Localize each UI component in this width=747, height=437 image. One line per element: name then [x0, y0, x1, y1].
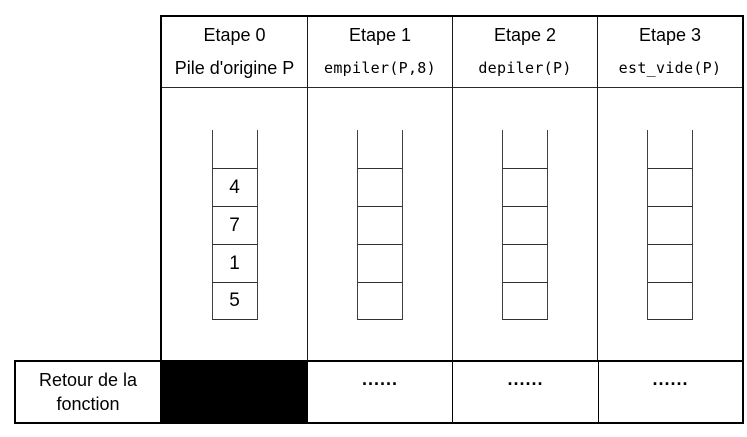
stack-cell: 7: [211, 206, 258, 244]
etape-title: Etape 3: [638, 25, 702, 45]
etape-operation: est_vide(P): [618, 59, 722, 77]
etape-operation: depiler(P): [478, 59, 572, 77]
return-cell-etape-0-filled: [160, 362, 307, 422]
column-body-etape-2: [453, 88, 597, 360]
stack-diagram: 4 7 1 5: [211, 130, 258, 320]
etape-operation: Pile d'origine P: [174, 58, 295, 78]
stack-cell: 4: [211, 168, 258, 206]
etape-title: Etape 2: [493, 25, 557, 45]
column-etape-1: Etape 1 empiler(P,8): [307, 17, 452, 360]
stack-diagram: [502, 130, 548, 320]
column-body-etape-3: [598, 88, 742, 360]
stack-cell: [647, 244, 693, 282]
stack-cell: [357, 206, 403, 244]
stack-cell: [647, 168, 693, 206]
return-row-label: Retour de la fonction: [38, 370, 138, 414]
stack-cell: 1: [211, 244, 258, 282]
stack-cell: [357, 168, 403, 206]
stack-cell: 5: [211, 282, 258, 320]
column-etape-0: Etape 0 Pile d'origine P 4 7 1 5: [162, 17, 307, 360]
return-cell-etape-3: ......: [598, 362, 742, 422]
stack-opening: [502, 130, 548, 168]
stack-cell: [502, 168, 548, 206]
return-cell-etape-2: ......: [452, 362, 598, 422]
etape-title: Etape 1: [348, 25, 412, 45]
column-etape-2: Etape 2 depiler(P): [452, 17, 597, 360]
stack-opening: [647, 130, 693, 168]
stack-cell: [502, 244, 548, 282]
column-header-etape-0: Etape 0 Pile d'origine P: [162, 17, 307, 88]
steps-table: Etape 0 Pile d'origine P 4 7 1 5 Etape 1…: [160, 15, 744, 360]
column-header-etape-3: Etape 3 est_vide(P): [598, 17, 742, 88]
etape-operation: empiler(P,8): [324, 59, 436, 77]
stack-cell: [502, 206, 548, 244]
stack-diagram: [647, 130, 693, 320]
stack-cell: [502, 282, 548, 320]
column-header-etape-1: Etape 1 empiler(P,8): [308, 17, 452, 88]
column-etape-3: Etape 3 est_vide(P): [597, 17, 742, 360]
return-cell-etape-1: ......: [307, 362, 452, 422]
etape-title: Etape 0: [203, 25, 266, 45]
column-body-etape-0: 4 7 1 5: [162, 88, 307, 360]
stack-cell: [647, 206, 693, 244]
stack-opening: [357, 130, 403, 168]
column-header-etape-2: Etape 2 depiler(P): [453, 17, 597, 88]
stack-cell: [357, 244, 403, 282]
stack-cell: [357, 282, 403, 320]
return-row: Retour de la fonction ...... ...... ....…: [14, 360, 744, 424]
stack-cell: [647, 282, 693, 320]
column-body-etape-1: [308, 88, 452, 360]
stack-opening: [211, 130, 258, 168]
stack-diagram: [357, 130, 403, 320]
